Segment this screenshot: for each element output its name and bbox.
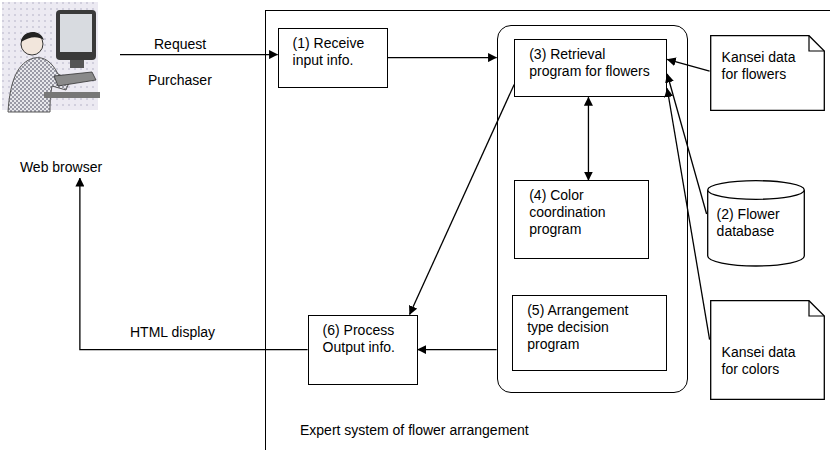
document-body bbox=[710, 300, 824, 399]
system-title: Expert system of flower arrangement bbox=[300, 422, 529, 439]
node-text: Web browser bbox=[2, 159, 120, 176]
edge-label: HTML display bbox=[128, 324, 217, 341]
cylinder-outline bbox=[707, 180, 805, 266]
monitor-body bbox=[56, 10, 96, 60]
flow-arrow bbox=[388, 57, 497, 58]
node-text: (6) Process Output info. bbox=[323, 322, 409, 356]
process-box: (6) Process Output info. bbox=[308, 315, 418, 385]
flow-arrow bbox=[667, 88, 709, 339]
program-group: (3) Retrieval program for flowers (4) Col… bbox=[497, 25, 688, 393]
node-text: (5) Arrangement type decision program bbox=[527, 302, 658, 353]
actor-label: Purchaser bbox=[146, 72, 214, 89]
monitor-stand bbox=[70, 60, 84, 68]
document-fold bbox=[809, 300, 824, 315]
desk bbox=[44, 92, 100, 98]
flow-arrow bbox=[410, 84, 515, 314]
document-fold bbox=[809, 35, 824, 50]
data-document: Kansei data for flowers bbox=[710, 35, 825, 111]
keyboard bbox=[54, 72, 96, 86]
cylinder-top bbox=[707, 180, 804, 199]
program-box: (4) Color coordination program bbox=[514, 180, 649, 259]
database-cylinder: (2) Flower database bbox=[707, 180, 805, 266]
system-boundary: (1) Receive input info. (3) Retrieval pro… bbox=[265, 10, 830, 450]
node-text: Kansei data for flowers bbox=[722, 49, 803, 83]
flow-arrow bbox=[667, 59, 709, 71]
document-body bbox=[710, 35, 824, 110]
browser-figure: Web browser bbox=[2, 2, 120, 178]
purchaser-illustration bbox=[0, 0, 112, 120]
node-text: (4) Color coordination program bbox=[529, 187, 640, 238]
program-box: (3) Retrieval program for flowers bbox=[514, 39, 667, 97]
node-text: (2) Flower database bbox=[717, 206, 797, 240]
person-hair bbox=[21, 32, 44, 42]
flow-arrow bbox=[120, 54, 278, 55]
process-box: (1) Receive input info. bbox=[278, 28, 388, 88]
flow-arrow bbox=[418, 349, 497, 350]
flow-arrow bbox=[80, 178, 308, 350]
node-text: Kansei data for colors bbox=[722, 344, 803, 378]
node-text: (3) Retrieval program for flowers bbox=[529, 46, 658, 80]
cylinder-body bbox=[707, 190, 804, 266]
program-box: (5) Arrangement type decision program bbox=[512, 295, 667, 371]
edge-label: Request bbox=[152, 36, 208, 53]
data-document: Kansei data for colors bbox=[710, 300, 825, 400]
monitor-screen bbox=[60, 14, 92, 52]
node-text: (1) Receive input info. bbox=[293, 35, 379, 69]
flow-arrow bbox=[588, 97, 589, 180]
